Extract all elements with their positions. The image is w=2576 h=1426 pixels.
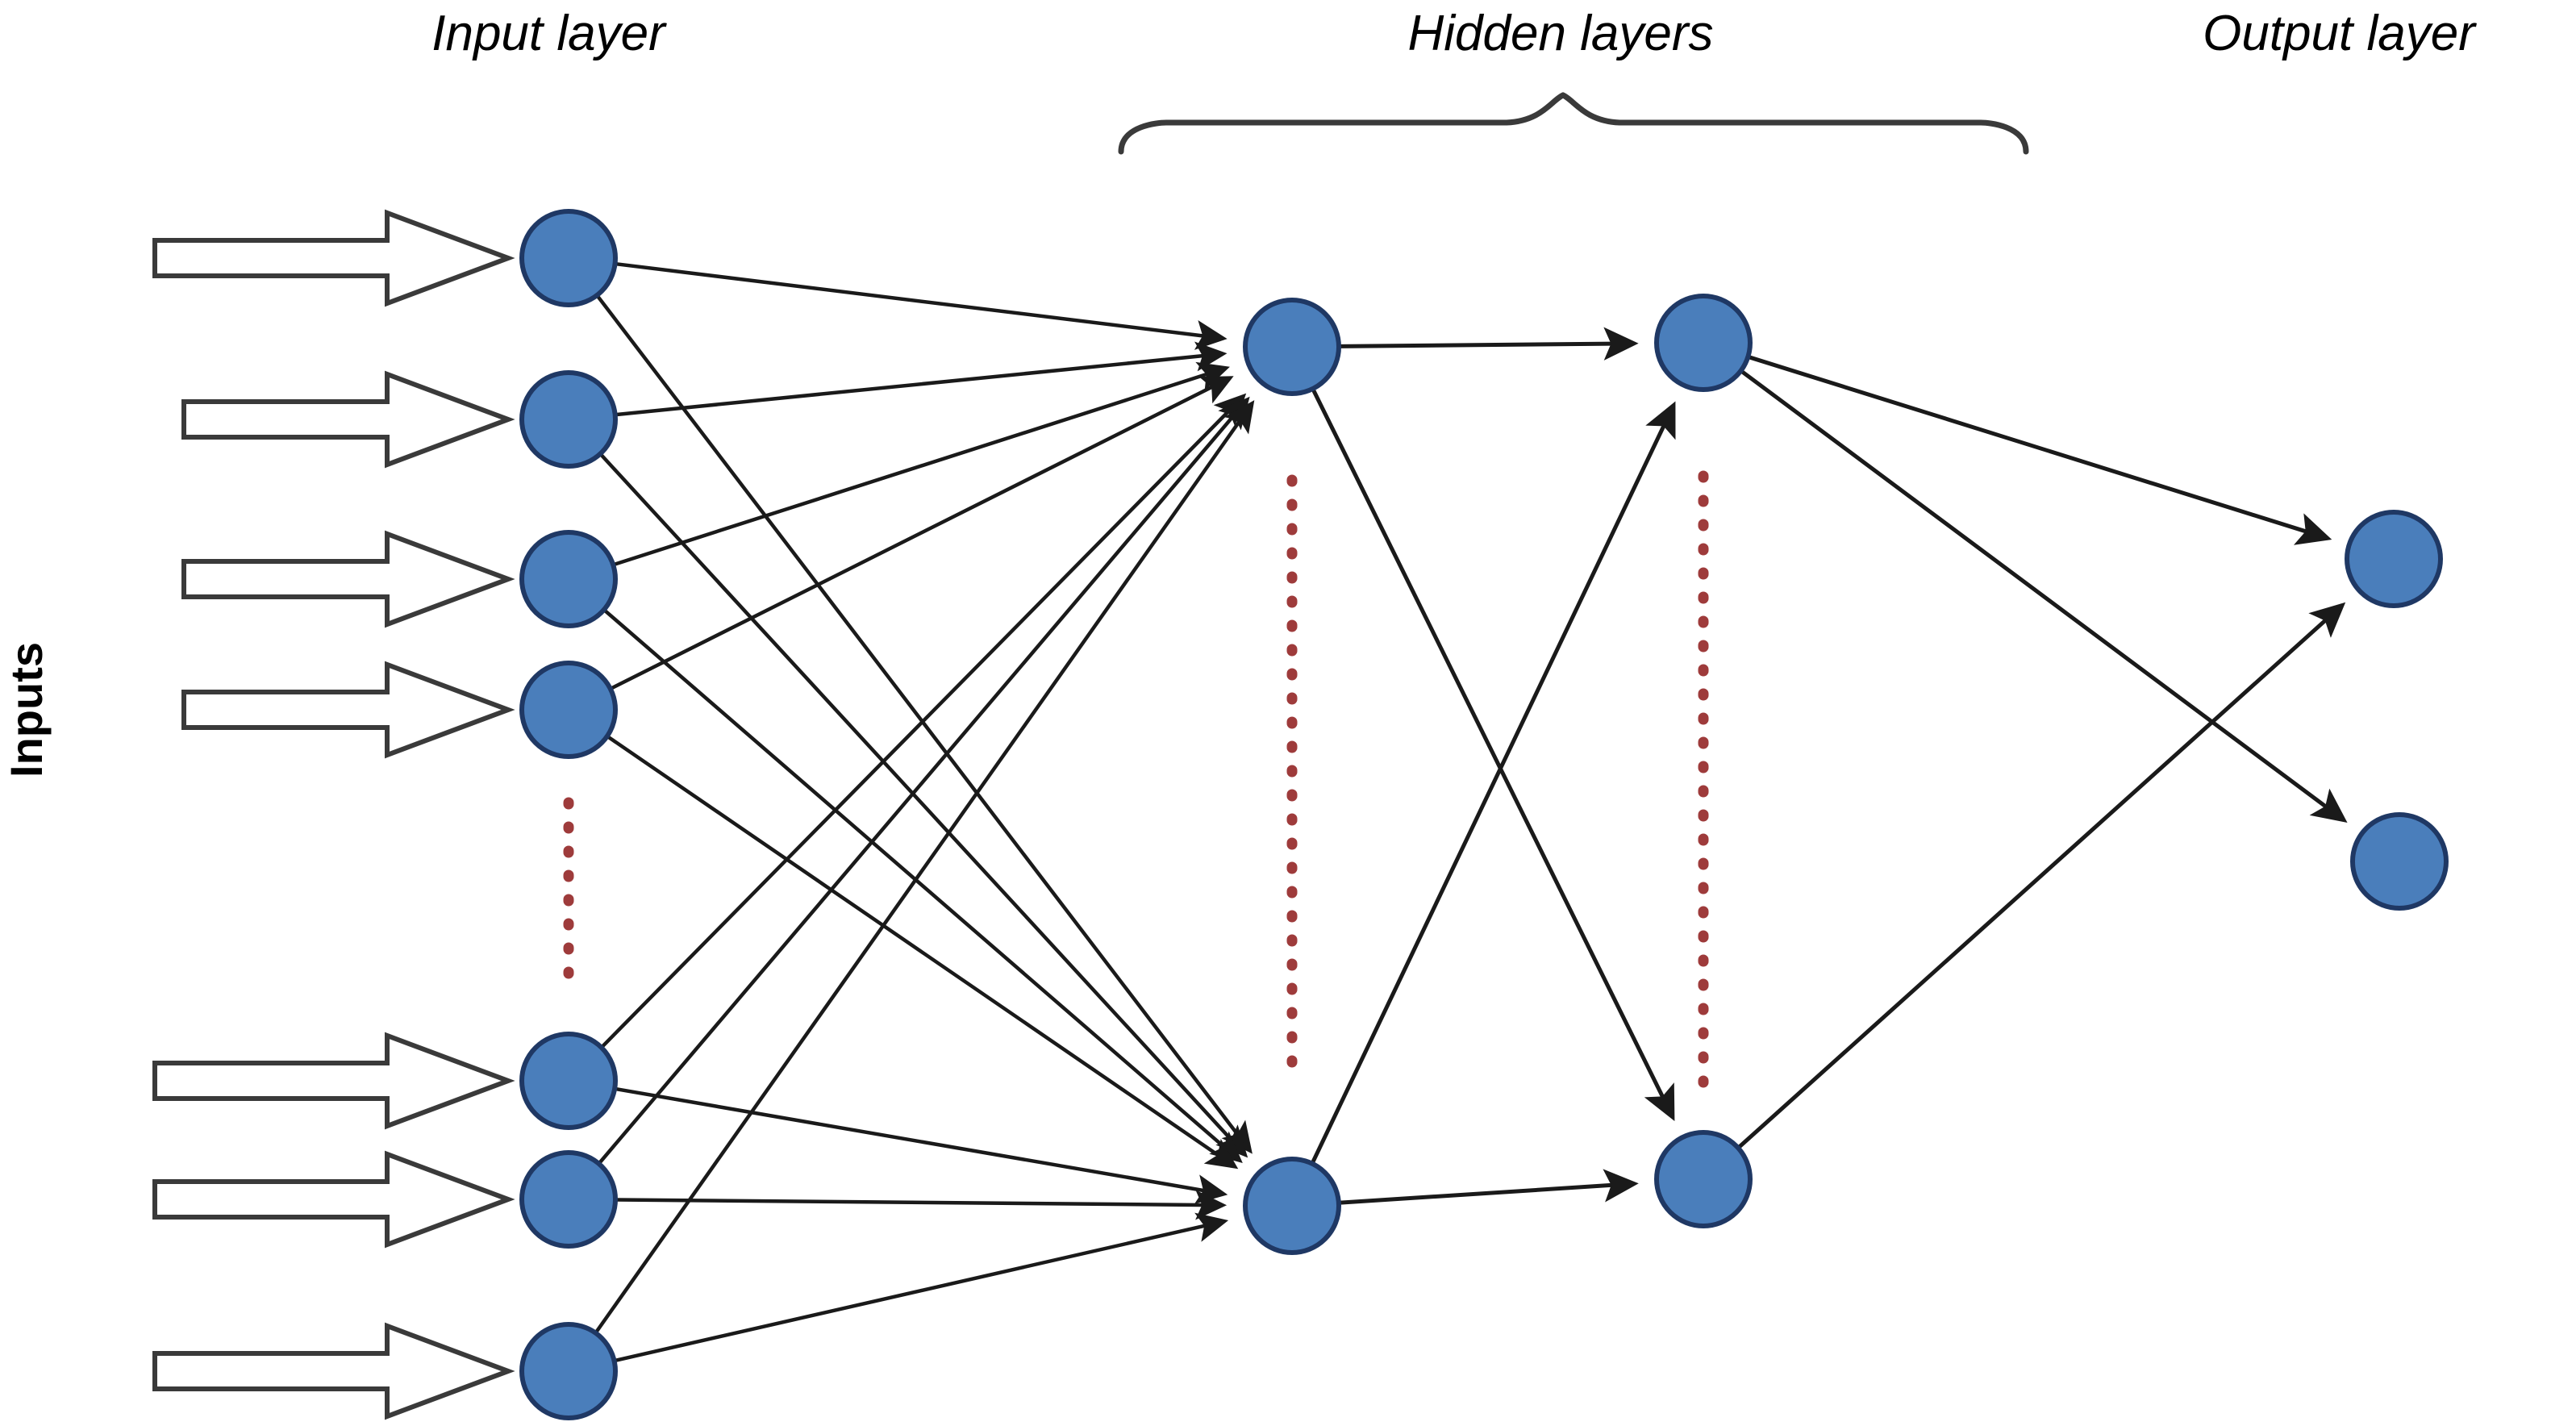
neuron-node-o2[interactable] [2350,812,2449,911]
inputs-side-label: Inputs [1,642,52,778]
arrow-2-block-arrow [181,370,515,469]
nodes-group [519,209,2449,1420]
output-layer-label: Output layer [2203,6,2477,61]
neuron-node-i7[interactable] [519,1322,618,1420]
neuron-node-i2[interactable] [519,370,618,469]
edges-hidden2-to-output [1737,355,2348,1149]
neuron-node-h2b[interactable] [1654,1130,1753,1228]
neuron-node-h1a[interactable] [1243,298,1341,396]
connection-edge [1340,327,1639,361]
connection-edge [1340,1169,1639,1205]
connection-edge [1311,401,1676,1163]
arrow-6-block-arrow [152,1150,515,1249]
connection-edge [594,400,1255,1333]
ellipsis-group [563,470,1709,1093]
arrow-4-block-arrow [181,661,515,759]
hidden-layers-label: Hidden layers [1407,6,1713,61]
neuron-node-h2a[interactable] [1654,294,1753,392]
hidden-layers-brace [1118,92,2029,155]
curly-brace-shape [1118,92,2029,155]
connection-edge [601,393,1247,1048]
connection-edge [599,453,1248,1158]
neuron-node-h1b[interactable] [1243,1157,1341,1255]
neuron-node-i4[interactable] [519,661,618,759]
neuron-node-i3[interactable] [519,530,618,628]
edges-hidden1-to-hidden2 [1311,327,1676,1205]
neuron-node-i5[interactable] [519,1032,618,1130]
connection-edge [596,295,1253,1154]
connection-edge [603,609,1243,1164]
connection-edge [1740,369,2348,823]
connection-edge [1311,389,1675,1121]
connection-edge [607,736,1239,1170]
input-arrows-group [152,209,515,1420]
edges-input-to-hidden1 [594,262,1255,1362]
arrow-1-block-arrow [152,209,515,307]
connection-edge [615,1212,1229,1362]
neuron-node-i1[interactable] [519,209,618,307]
connection-edge [614,361,1230,566]
connection-edge [615,1086,1228,1204]
input-layer-label: Input layer [431,6,667,61]
connection-edge [616,262,1228,350]
connection-edge [598,396,1250,1164]
neuron-node-i6[interactable] [519,1150,618,1249]
neuron-node-o1[interactable] [2345,510,2443,608]
connection-edge [616,341,1228,417]
connection-edge [1737,602,2346,1149]
connection-edge [616,1190,1228,1220]
arrow-7-block-arrow [152,1322,515,1420]
arrow-5-block-arrow [152,1032,515,1130]
connection-edge [611,376,1234,690]
connection-edge [1749,355,2332,545]
arrow-3-block-arrow [181,530,515,628]
